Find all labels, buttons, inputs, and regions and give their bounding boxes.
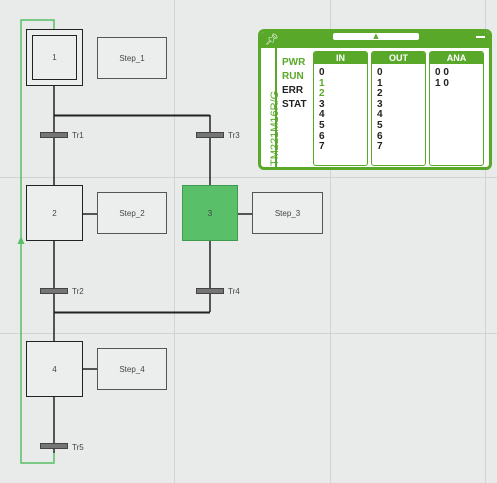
input-2: 2 bbox=[319, 88, 325, 100]
plc-panel[interactable]: 📌︎ ▲ TM221M16R/G PWR RUN ERR STAT IN 0 1… bbox=[258, 29, 492, 170]
transition-tr1-label: Tr1 bbox=[72, 131, 84, 140]
step-4-label: 4 bbox=[52, 364, 57, 374]
plc-model: TM221M16R/G bbox=[269, 90, 281, 166]
loop-back-arrow bbox=[17, 236, 25, 244]
input-7: 7 bbox=[319, 141, 325, 153]
action-step-1-label: Step_1 bbox=[119, 53, 145, 63]
initial-step-frame bbox=[32, 35, 77, 80]
status-err: ERR bbox=[282, 85, 304, 96]
io-column-ana-body: 0 0 1 0 bbox=[430, 64, 483, 89]
input-3: 3 bbox=[319, 98, 325, 110]
io-column-ana-header: ANA bbox=[430, 52, 483, 64]
minimize-icon[interactable] bbox=[476, 36, 485, 38]
transition-tr4-label: Tr4 bbox=[228, 287, 240, 296]
status-pwr: PWR bbox=[282, 57, 306, 68]
transition-tr3-label: Tr3 bbox=[228, 131, 240, 140]
status-stat: STAT bbox=[282, 99, 307, 110]
step-1-label: 1 bbox=[52, 53, 57, 62]
io-column-ana: ANA 0 0 1 0 bbox=[429, 51, 484, 166]
output-6: 6 bbox=[377, 130, 383, 142]
transition-tr1[interactable] bbox=[40, 132, 68, 138]
output-3: 3 bbox=[377, 98, 383, 110]
output-7: 7 bbox=[377, 141, 383, 153]
transition-tr2[interactable] bbox=[40, 288, 68, 294]
pin-icon[interactable]: 📌︎ bbox=[265, 33, 279, 46]
output-5: 5 bbox=[377, 119, 383, 131]
action-step-3-label: Step_3 bbox=[274, 208, 301, 218]
action-step-4[interactable]: Step_4 bbox=[97, 348, 167, 390]
status-run: RUN bbox=[282, 71, 304, 82]
step-4[interactable]: 4 bbox=[26, 341, 83, 397]
action-step-2-label: Step_2 bbox=[119, 208, 145, 218]
input-5: 5 bbox=[319, 119, 325, 131]
io-column-out: OUT 0 1 2 3 4 5 6 7 bbox=[371, 51, 426, 166]
transition-tr5-label: Tr5 bbox=[72, 443, 84, 452]
plc-title-bar[interactable]: 📌︎ ▲ bbox=[261, 32, 489, 48]
transition-tr3[interactable] bbox=[196, 132, 224, 138]
transition-tr2-label: Tr2 bbox=[72, 287, 84, 296]
output-2: 2 bbox=[377, 88, 383, 100]
input-0: 0 bbox=[319, 67, 325, 78]
collapse-button[interactable]: ▲ bbox=[333, 33, 419, 40]
io-column-out-header: OUT bbox=[372, 52, 425, 64]
io-column-in-header: IN bbox=[314, 52, 367, 64]
step-2[interactable]: 2 bbox=[26, 185, 83, 241]
transition-tr4[interactable] bbox=[196, 288, 224, 294]
io-column-out-body: 0 1 2 3 4 5 6 7 bbox=[372, 64, 425, 153]
step-3-label: 3 bbox=[207, 208, 213, 218]
plc-side-strip: TM221M16R/G bbox=[261, 48, 281, 167]
action-step-4-label: Step_4 bbox=[119, 364, 145, 374]
action-step-1[interactable]: Step_1 bbox=[97, 37, 167, 79]
output-0: 0 bbox=[377, 67, 383, 78]
output-4: 4 bbox=[377, 109, 383, 121]
step-1[interactable]: 1 bbox=[26, 29, 83, 86]
input-6: 6 bbox=[319, 130, 325, 142]
plc-status-leds: PWR RUN ERR STAT bbox=[282, 56, 307, 112]
io-column-in-body: 0 1 2 3 4 5 6 7 bbox=[314, 64, 367, 153]
analog-0: 0 0 bbox=[435, 67, 449, 78]
chevron-up-icon: ▲ bbox=[373, 32, 379, 40]
action-step-3[interactable]: Step_3 bbox=[252, 192, 323, 234]
step-2-label: 2 bbox=[52, 208, 57, 218]
input-4: 4 bbox=[319, 109, 325, 121]
output-1: 1 bbox=[377, 77, 383, 89]
analog-1: 1 0 bbox=[435, 77, 449, 89]
step-3[interactable]: 3 bbox=[182, 185, 238, 241]
io-column-in: IN 0 1 2 3 4 5 6 7 bbox=[313, 51, 368, 166]
input-1: 1 bbox=[319, 77, 325, 89]
action-step-2[interactable]: Step_2 bbox=[97, 192, 167, 234]
transition-tr5[interactable] bbox=[40, 443, 68, 449]
